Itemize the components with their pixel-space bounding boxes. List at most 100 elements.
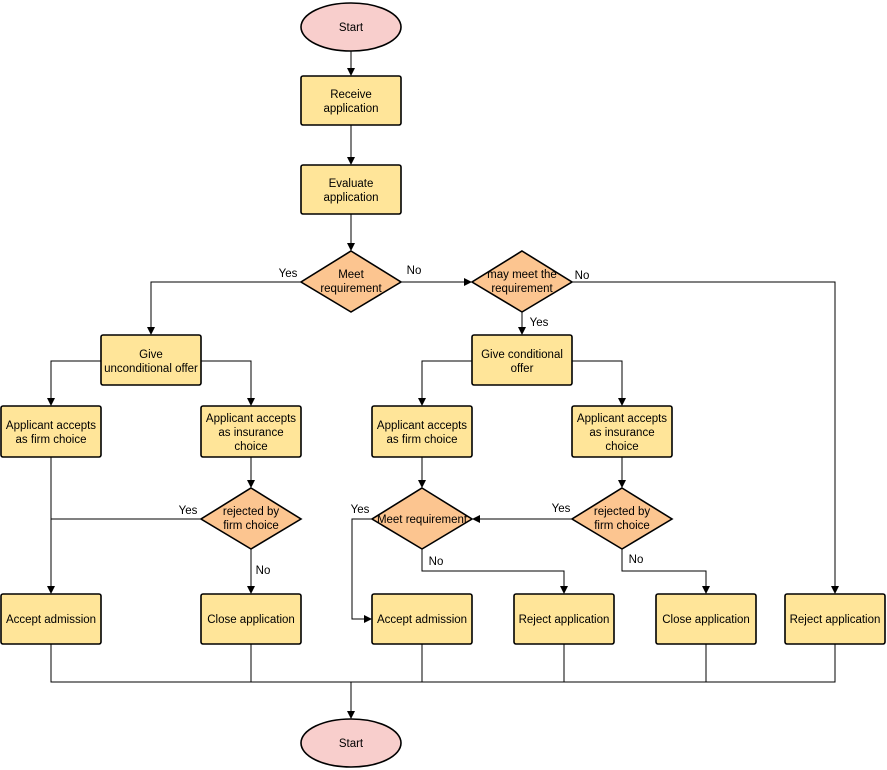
label-no-rej-left: No — [256, 565, 271, 577]
edges — [47, 51, 839, 719]
ins-left-line-1: Applicant accepts — [206, 413, 296, 425]
label-yes-rej-left: Yes — [179, 505, 198, 517]
firm-left-line-1: Applicant accepts — [6, 420, 96, 432]
arrowhead — [247, 586, 255, 594]
accept-admission-left-node: Accept admission — [0, 593, 102, 645]
accept-admission-right-node: Accept admission — [371, 593, 473, 645]
edge-uncond-ins — [201, 360, 252, 400]
reject-application-far-node: Reject application — [784, 593, 886, 645]
ins-right-line-2: as insurance — [589, 427, 654, 439]
label-yes-may: Yes — [530, 317, 549, 329]
cond-line-2: offer — [511, 363, 534, 375]
meet-line-1: Meet — [338, 269, 364, 281]
meet-line-2: requirement — [320, 283, 382, 295]
edge-bottom-merge — [50, 644, 836, 683]
ins-left-line-3: choice — [234, 441, 267, 453]
label-yes-meet2: Yes — [351, 504, 370, 516]
label-no-meet: No — [407, 265, 422, 277]
label-no-may: No — [575, 270, 590, 282]
edge-cond-ins — [572, 360, 623, 400]
rej-right-line-2: firm choice — [594, 520, 650, 532]
uncond-line-2: unconditional offer — [104, 363, 198, 375]
evaluate-line-2: application — [324, 192, 379, 204]
give-unconditional-offer-node: Give unconditional offer — [100, 334, 202, 386]
close-application-right-node: Close application — [655, 593, 757, 645]
applicant-insurance-left-node: Applicant accepts as insurance choice — [200, 405, 302, 458]
may-meet-requirement-decision: may meet the requirement — [470, 250, 574, 313]
edge-cond-firm — [421, 360, 472, 400]
applicant-firm-right-node: Applicant accepts as firm choice — [371, 405, 473, 458]
meet-requirement-decision: Meet requirement — [299, 250, 403, 313]
cond-line-1: Give conditional — [481, 349, 563, 361]
arrowhead — [472, 515, 480, 523]
label-yes-rej-right: Yes — [552, 503, 571, 515]
start-terminal-top: Start — [300, 2, 402, 52]
arrowhead — [702, 586, 710, 594]
arrowhead — [418, 480, 426, 488]
firm-right-line-2: as firm choice — [387, 434, 458, 446]
arrowhead — [47, 398, 55, 406]
applicant-insurance-right-node: Applicant accepts as insurance choice — [571, 405, 673, 458]
ins-left-line-2: as insurance — [218, 427, 283, 439]
start-terminal-bottom: Start — [300, 718, 402, 768]
rej-left-line-2: firm choice — [223, 520, 279, 532]
close-right-label: Close application — [662, 614, 750, 626]
firm-right-line-1: Applicant accepts — [377, 420, 467, 432]
receive-line-1: Receive — [330, 89, 372, 101]
start-bottom-label: Start — [339, 738, 364, 750]
edge-meet-yes — [150, 281, 301, 329]
edge-rej-right-no — [621, 549, 707, 588]
arrowhead — [347, 157, 355, 165]
evaluate-application-node: Evaluate application — [300, 164, 402, 215]
give-conditional-offer-node: Give conditional offer — [471, 334, 573, 386]
label-no-meet2: No — [429, 556, 444, 568]
arrowhead — [147, 327, 155, 335]
rejected-firm-right-decision: rejected by firm choice — [570, 487, 674, 550]
start-label: Start — [339, 22, 364, 34]
arrowhead — [518, 327, 526, 335]
arrowhead — [47, 586, 55, 594]
ins-right-line-1: Applicant accepts — [577, 413, 667, 425]
receive-application-node: Receive application — [300, 75, 402, 126]
edge-may-no — [572, 281, 836, 588]
firm-left-line-2: as firm choice — [16, 434, 87, 446]
accept-adm-left-label: Accept admission — [6, 614, 96, 626]
label-yes-meet: Yes — [279, 268, 298, 280]
may-meet-line-1: may meet the — [487, 269, 557, 281]
may-meet-line-2: requirement — [491, 283, 553, 295]
label-no-rej-right: No — [629, 554, 644, 566]
reject-mid-label: Reject application — [519, 614, 610, 626]
meet-requirement-2-decision: Meet requirement — [370, 487, 474, 550]
arrowhead — [347, 711, 355, 719]
arrowhead — [831, 586, 839, 594]
arrowhead — [560, 586, 568, 594]
arrowhead — [464, 278, 472, 286]
edge-labels: Yes No No Yes Yes No Yes No Yes No — [179, 265, 644, 577]
arrowhead — [418, 398, 426, 406]
rejected-firm-left-decision: rejected by firm choice — [199, 487, 303, 550]
rej-right-line-1: rejected by — [594, 506, 651, 518]
arrowhead — [364, 615, 372, 623]
close-left-label: Close application — [207, 614, 295, 626]
arrowhead — [247, 480, 255, 488]
ins-right-line-3: choice — [605, 441, 638, 453]
applicant-firm-left-node: Applicant accepts as firm choice — [0, 405, 102, 458]
arrowhead — [247, 398, 255, 406]
evaluate-line-1: Evaluate — [329, 178, 374, 190]
accept-adm-right-label: Accept admission — [377, 614, 467, 626]
edge-uncond-firm — [50, 360, 101, 400]
uncond-line-1: Give — [139, 349, 163, 361]
meet2-line-1: Meet requirement — [377, 514, 468, 526]
receive-line-2: application — [324, 103, 379, 115]
edge-meet2-no — [421, 549, 565, 588]
arrowhead — [618, 480, 626, 488]
reject-application-mid-node: Reject application — [513, 593, 615, 645]
rej-left-line-1: rejected by — [223, 506, 280, 518]
arrowhead — [618, 398, 626, 406]
arrowhead — [347, 243, 355, 251]
arrowhead — [347, 68, 355, 76]
close-application-left-node: Close application — [200, 593, 302, 645]
